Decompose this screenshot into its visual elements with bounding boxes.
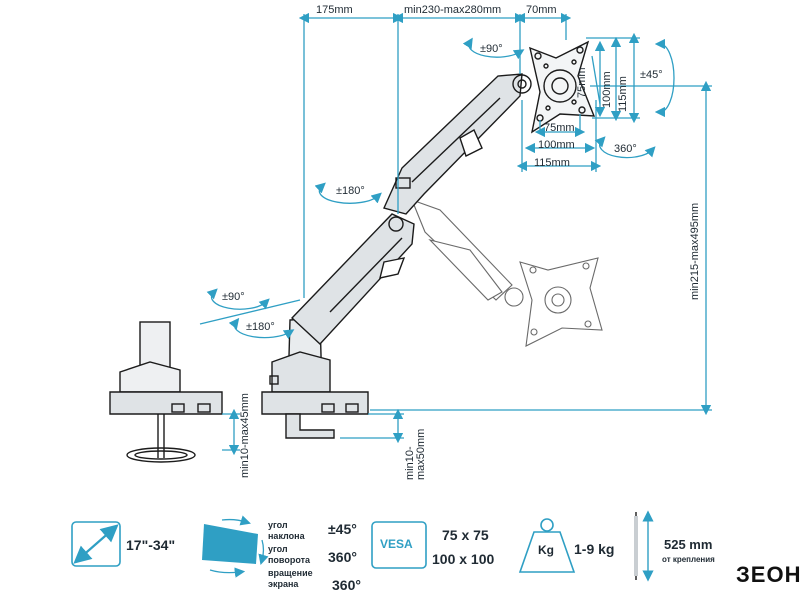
monitor-rotate-icon: [202, 515, 269, 578]
weight-icon: [518, 518, 576, 573]
swivel-label: угол поворота: [268, 544, 311, 565]
dim-grommet: min10-max50mm: [404, 428, 427, 480]
dim-clamp: min10-max45mm: [239, 393, 251, 478]
dim-70: 70mm: [526, 4, 557, 16]
vesa-v-115: 115mm: [617, 76, 629, 112]
swivel-value: 360°: [328, 549, 357, 565]
vesa-icon: [371, 521, 427, 569]
arm-length-value: 525 mm: [664, 537, 713, 552]
screen-size-value: 17"-34": [126, 537, 176, 553]
screen-size-icon: [71, 521, 121, 567]
vesa-v-75: 75mm: [576, 67, 588, 98]
vesa-sizes-1: 75 x 75: [442, 527, 489, 543]
rear-pole-base: [109, 321, 223, 463]
tilt-label: угол наклона: [268, 520, 305, 541]
vesa-icon-text: VESA: [380, 537, 413, 551]
rot-top-swivel: ±90°: [480, 43, 503, 55]
vesa-h-115: 115mm: [534, 157, 570, 169]
rot-mid-swivel: ±180°: [336, 185, 365, 197]
rotate-value: 360°: [332, 577, 361, 593]
ghost-arm-position: [411, 199, 603, 347]
tilt-value: ±45°: [328, 521, 357, 537]
dim-175: 175mm: [316, 4, 353, 16]
vesa-plate: [529, 40, 596, 134]
arm-length-icon: [634, 510, 654, 582]
vesa-h-100: 100mm: [538, 139, 575, 151]
brand-logo: ЗЕОН: [736, 562, 800, 587]
rotate-label: вращение экрана: [268, 568, 313, 589]
rot-base-180: ±180°: [246, 321, 275, 333]
dim-height: min215-max495mm: [689, 202, 701, 300]
rotation-arrows: [206, 37, 675, 340]
rot-tilt: ±45°: [640, 69, 663, 81]
dim-reach: min230-max280mm: [404, 4, 502, 16]
weight-range: 1-9 kg: [574, 541, 615, 557]
vesa-h-75: 75mm: [544, 122, 575, 134]
upper-arm: [383, 73, 532, 215]
dimension-lines: [199, 12, 712, 456]
rot-base-90: ±90°: [222, 291, 245, 303]
rot-360: 360°: [614, 143, 637, 155]
vesa-v-100: 100mm: [601, 71, 613, 108]
vesa-sizes-2: 100 x 100: [432, 551, 495, 567]
lower-arm: [291, 213, 415, 345]
weight-icon-text: Kg: [538, 543, 554, 557]
arm-length-note: от крепления: [662, 555, 715, 564]
